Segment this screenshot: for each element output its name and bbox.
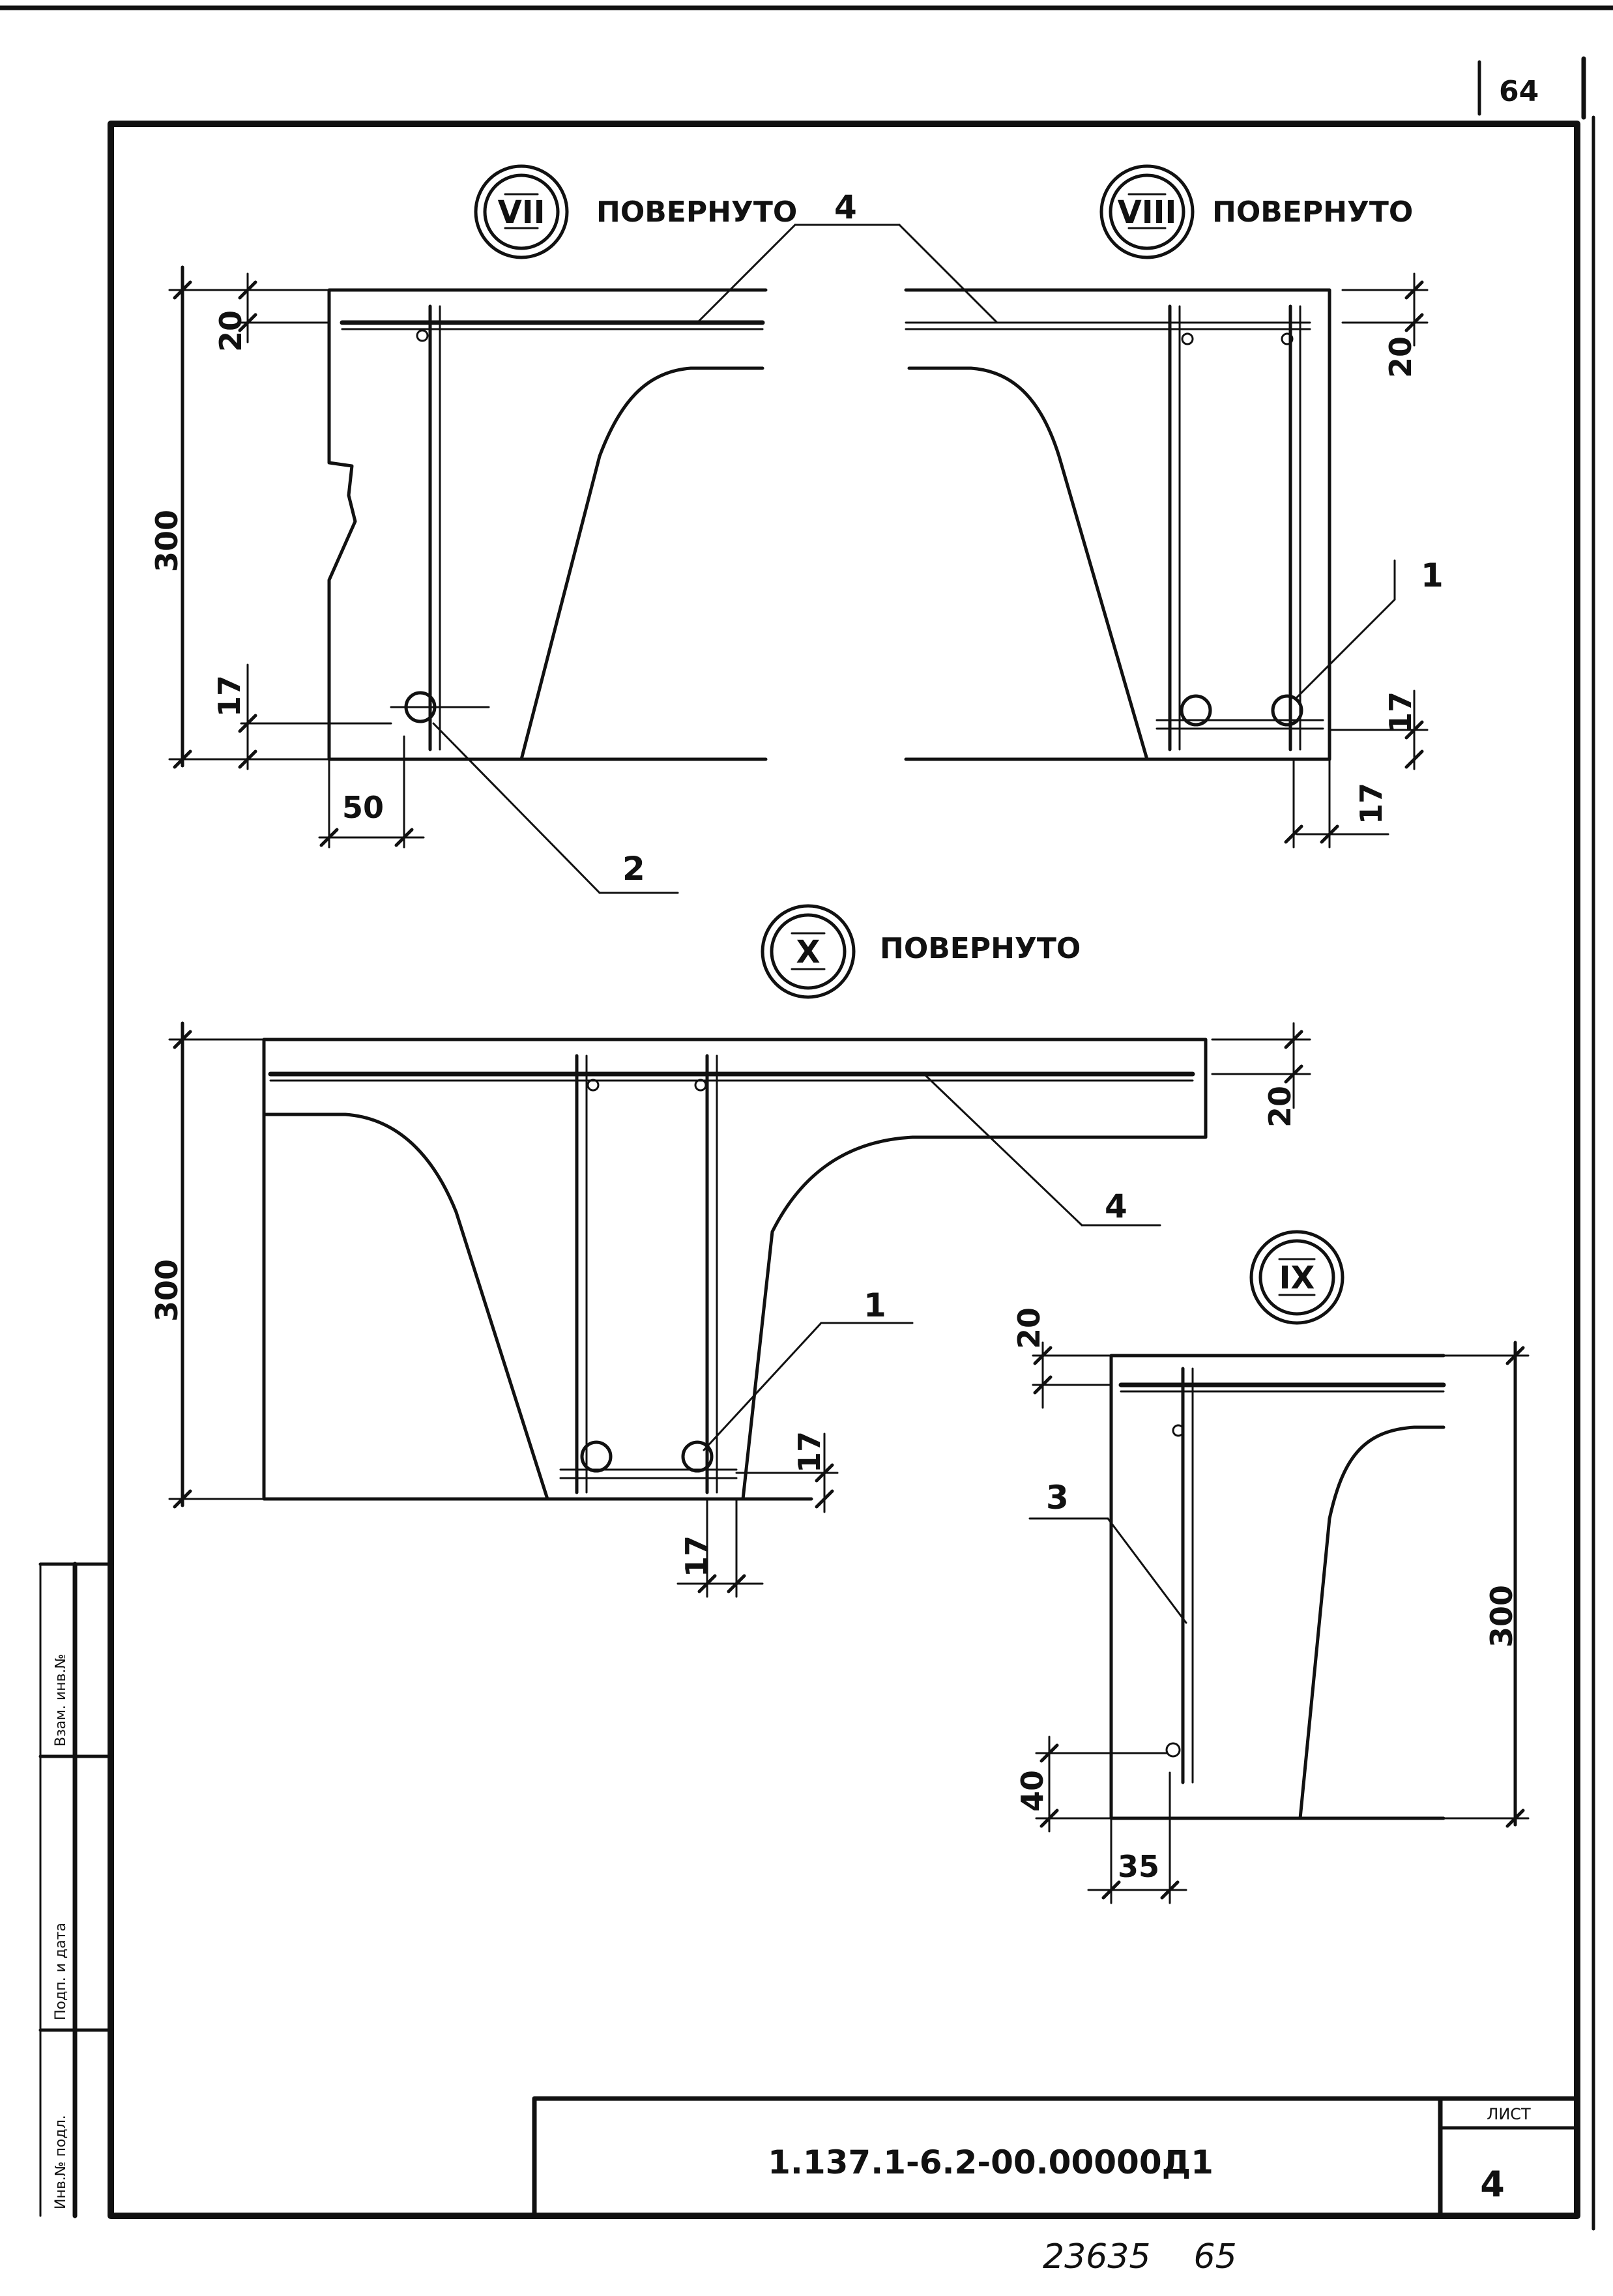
view-vii-rib-outline bbox=[519, 366, 764, 761]
view-vii-marker: VII bbox=[474, 164, 569, 259]
footer-handwritten-number: 23635 65 bbox=[1043, 2237, 1237, 2276]
view-vii-dim-17: 17 bbox=[212, 675, 247, 717]
sheet-number: 4 bbox=[1480, 2164, 1505, 2205]
view-vii-section-outline bbox=[327, 288, 768, 761]
view-x-section-outline bbox=[262, 1038, 1208, 1501]
view-x-rib-outline-left bbox=[262, 1112, 549, 1501]
callout-4-top: 4 bbox=[696, 188, 998, 324]
view-ix-dim-20: 20 bbox=[1011, 1307, 1047, 1349]
view-viii-marker: VIII bbox=[1099, 164, 1195, 259]
view-vii: VII ПОВЕРНУТО 300 20 17 bbox=[149, 164, 797, 894]
margin-stamp-field-3: Инв.№ подл. bbox=[53, 2115, 69, 2209]
view-vii-label: ПОВЕРНУТО bbox=[596, 196, 797, 229]
view-x-callout-4: 4 bbox=[1105, 1187, 1127, 1225]
top-page-number-text: 64 bbox=[1499, 75, 1539, 108]
view-vii-dim-300: 300 bbox=[149, 510, 184, 572]
view-viii-section-outline bbox=[904, 288, 1331, 761]
drawing-code: 1.137.1-6.2-00.00000Д1 bbox=[768, 2143, 1213, 2181]
view-ix-dim-300: 300 bbox=[1484, 1585, 1519, 1648]
view-viii-dim-20-vertical: 20 bbox=[1383, 336, 1418, 378]
view-x-dim-17-vertical: 17 bbox=[792, 1431, 827, 1473]
view-ix-marker: IX bbox=[1249, 1230, 1344, 1325]
sheet-label: ЛИСТ bbox=[1487, 2105, 1531, 2123]
view-ix-id: IX bbox=[1279, 1260, 1315, 1296]
title-block: 1.137.1-6.2-00.00000Д1 ЛИСТ 4 bbox=[532, 2096, 1580, 2218]
view-viii-label: ПОВЕРНУТО bbox=[1212, 196, 1413, 229]
view-x-marker: X bbox=[761, 904, 856, 999]
view-ix-dim-35: 35 bbox=[1118, 1849, 1159, 1884]
top-page-number: 64 bbox=[1477, 56, 1586, 120]
view-viii: VIII ПОВЕРНУТО 20 17 bbox=[904, 164, 1444, 849]
view-x-label: ПОВЕРНУТО bbox=[880, 932, 1081, 965]
margin-stamp-field-1: Взам. инв.№ bbox=[53, 1654, 69, 1747]
view-x-rib-outline-right bbox=[741, 1135, 1110, 1501]
view-x-id: X bbox=[796, 934, 820, 970]
view-ix: IX 20 300 40 bbox=[1011, 1230, 1530, 1904]
view-ix-dim-40: 40 bbox=[1015, 1770, 1050, 1812]
view-x-callout-1: 1 bbox=[864, 1286, 886, 1324]
view-x-dim-300: 300 bbox=[149, 1259, 184, 1322]
margin-stamp: Взам. инв.№ Подп. и дата Инв.№ подл. bbox=[38, 1562, 113, 2218]
margin-stamp-field-2: Подп. и дата bbox=[53, 1923, 69, 2020]
view-vii-id: VII bbox=[498, 194, 545, 231]
view-x: X ПОВЕРНУТО 300 20 bbox=[149, 904, 1311, 1598]
view-viii-dim-17-vertical: 17 bbox=[1383, 691, 1418, 733]
view-ix-rib-outline bbox=[1298, 1425, 1446, 1820]
view-vii-dim-20: 20 bbox=[213, 310, 248, 352]
view-ix-section-outline bbox=[1109, 1354, 1446, 1820]
view-viii-dim-17-horizontal: 17 bbox=[1354, 783, 1389, 824]
view-vii-callout-2: 2 bbox=[622, 850, 645, 888]
view-x-dim-17-horizontal: 17 bbox=[679, 1535, 714, 1577]
view-vii-dim-50: 50 bbox=[342, 790, 384, 825]
view-x-dim-20: 20 bbox=[1262, 1086, 1298, 1127]
view-viii-rib-outline bbox=[907, 366, 1149, 761]
view-viii-callout-1: 1 bbox=[1421, 557, 1444, 594]
view-ix-callout-3: 3 bbox=[1046, 1479, 1069, 1517]
callout-4-top-text: 4 bbox=[834, 188, 857, 226]
view-viii-id: VIII bbox=[1118, 194, 1177, 231]
